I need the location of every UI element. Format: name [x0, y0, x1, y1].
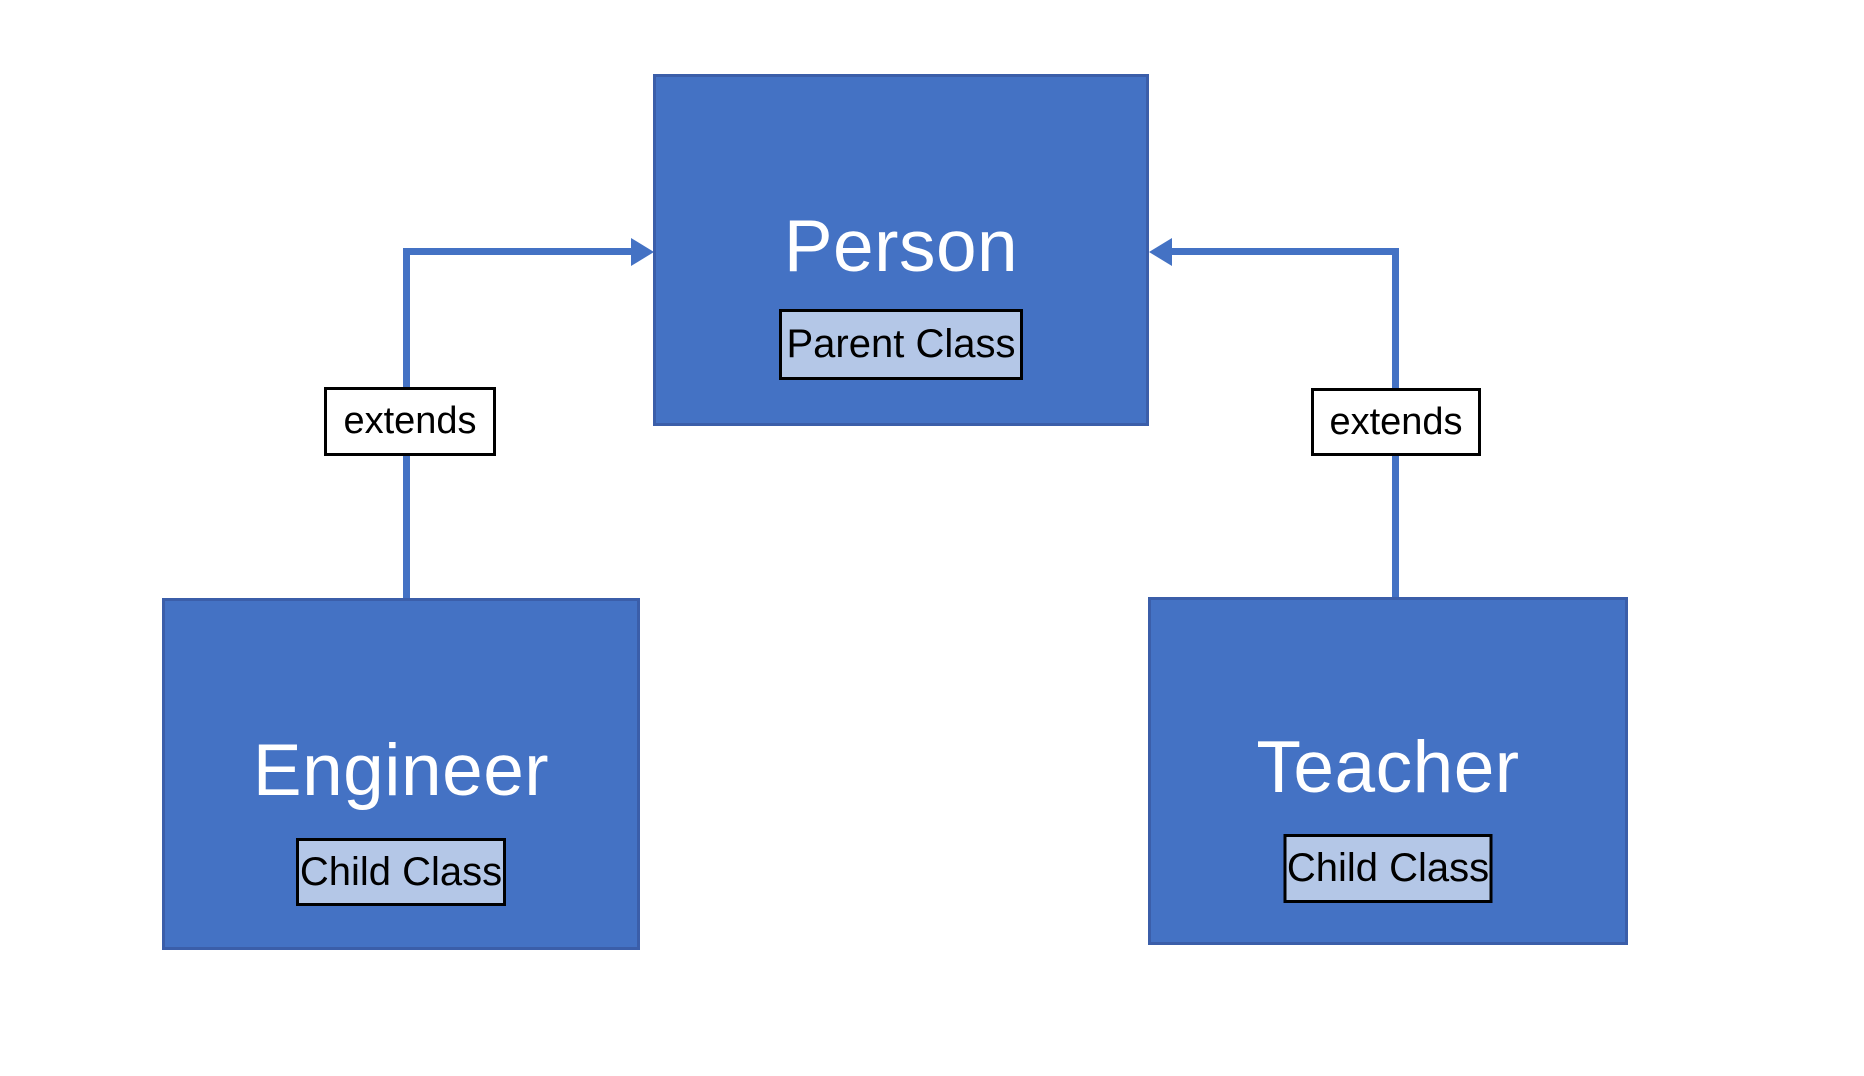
edge-label-extends-engineer: extends — [324, 387, 496, 456]
teacher-title: Teacher — [1256, 726, 1520, 808]
edge-label-extends-teacher: extends — [1311, 388, 1481, 456]
arrowhead-left-icon — [1149, 238, 1172, 266]
person-node: Person Parent Class — [653, 74, 1149, 426]
teacher-child-class-badge: Child Class — [1283, 834, 1493, 903]
parent-class-badge: Parent Class — [779, 309, 1023, 380]
person-title: Person — [783, 205, 1019, 287]
engineer-title: Engineer — [252, 729, 550, 811]
arrowhead-right-icon — [631, 238, 654, 266]
edge-engineer-person-horizontal-segment — [403, 248, 636, 255]
engineer-node: Engineer Child Class — [162, 598, 640, 950]
edge-teacher-person-horizontal-segment — [1168, 248, 1399, 255]
teacher-node: Teacher Child Class — [1148, 597, 1628, 945]
engineer-child-class-badge: Child Class — [296, 838, 506, 906]
